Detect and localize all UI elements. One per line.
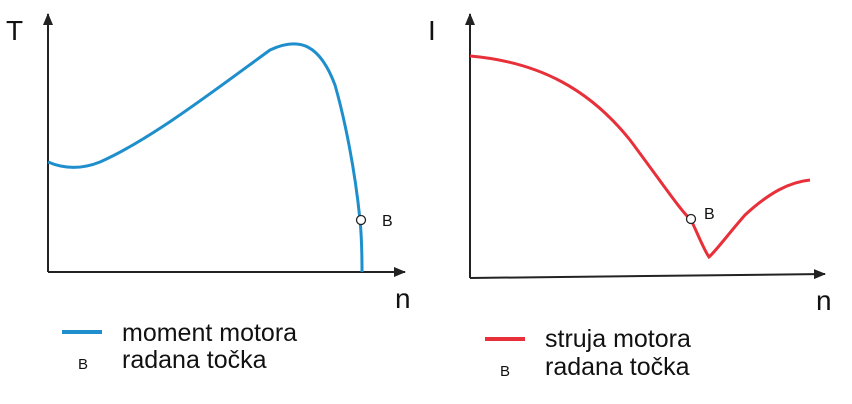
current-y-axis-label: I xyxy=(428,15,436,46)
torque-curve xyxy=(47,42,364,273)
torque-y-axis-label: T xyxy=(6,15,23,46)
current-operating-point-label: B xyxy=(704,206,715,223)
torque-legend-label: moment motora xyxy=(122,319,297,347)
current-legend-operating-point-label: radana točka xyxy=(545,353,690,381)
torque-operating-point-marker xyxy=(355,214,367,226)
torque-operating-point-label: B xyxy=(382,213,393,230)
current-legend-marker-symbol: B xyxy=(500,363,510,380)
current-curve xyxy=(469,54,811,260)
torque-chart: T n B xyxy=(6,13,411,314)
current-legend-label: struja motora xyxy=(545,325,691,353)
current-legend: struja motora B radana točka xyxy=(485,325,691,381)
torque-legend: moment motora B radana točka xyxy=(62,319,297,374)
current-x-axis-label: n xyxy=(816,285,832,316)
torque-legend-marker-symbol: B xyxy=(78,356,88,373)
torque-x-axis-label: n xyxy=(395,283,411,314)
current-x-axis xyxy=(469,269,826,280)
current-operating-point-marker xyxy=(685,213,697,225)
torque-legend-operating-point-label: radana točka xyxy=(122,346,267,374)
current-chart: I n B xyxy=(428,13,832,316)
